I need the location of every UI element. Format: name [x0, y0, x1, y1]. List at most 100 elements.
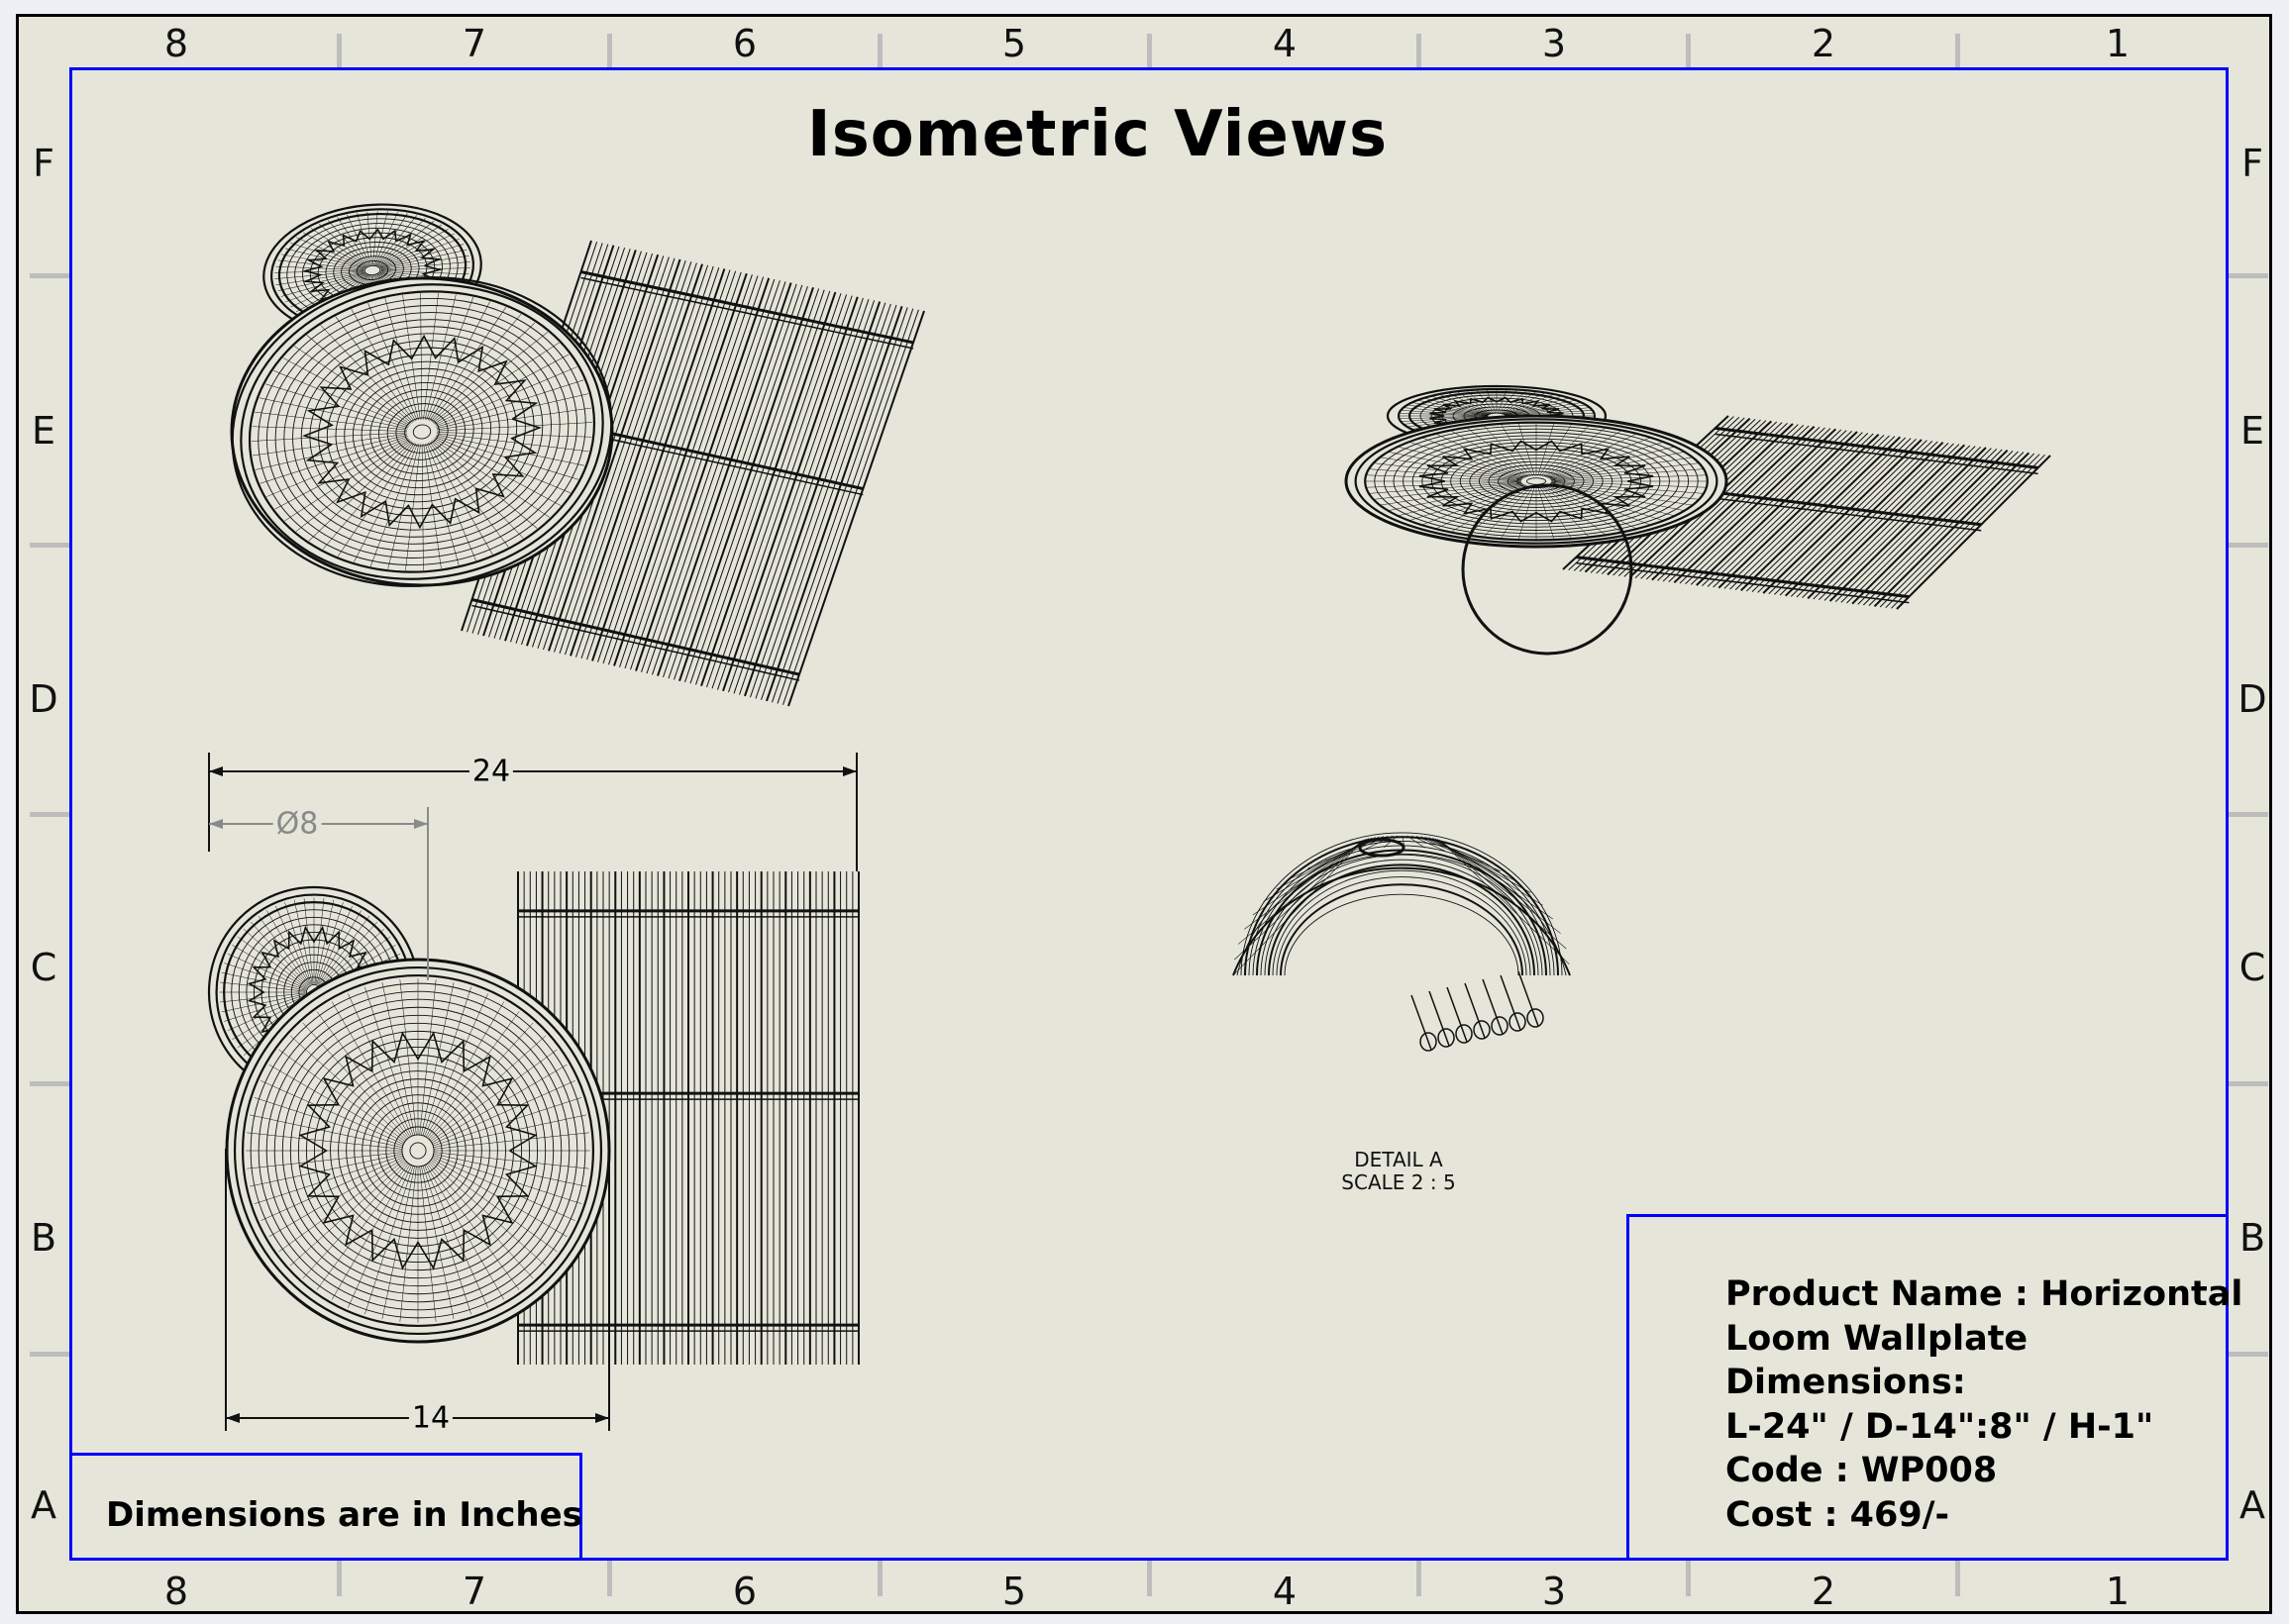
plate-spoke — [1476, 389, 1496, 414]
plate-spoke — [250, 921, 309, 986]
plate-spoke — [425, 443, 460, 565]
mat-rod — [613, 272, 748, 666]
plate-spoke — [331, 1001, 411, 1138]
dome-spoke — [1438, 839, 1561, 934]
zone-tick — [30, 1081, 69, 1086]
mat-rod — [1828, 447, 1987, 602]
plate-spoke — [1538, 486, 1573, 540]
plate-spoke — [377, 221, 435, 266]
zone-row-label: F — [33, 142, 54, 185]
plate-spoke — [372, 211, 378, 265]
plate-spoke — [331, 1164, 411, 1300]
plate-spoke — [348, 1165, 412, 1308]
zone-tick — [30, 812, 69, 817]
plate-spoke — [306, 335, 412, 424]
mat-rod — [1734, 436, 1896, 591]
zone-row-label: A — [31, 1483, 56, 1527]
zone-tick — [2229, 1352, 2268, 1357]
dimension-arrow — [595, 1413, 609, 1423]
mat-rod — [657, 282, 792, 676]
mat-rod — [728, 297, 864, 693]
plate-spoke — [432, 1157, 575, 1221]
mat-rod — [630, 276, 765, 670]
plate-star-pattern — [298, 1031, 538, 1270]
plate-spoke — [367, 302, 418, 421]
zone-column-label: 7 — [462, 1570, 487, 1613]
plate-spoke — [1421, 484, 1526, 526]
plate-spoke — [1542, 427, 1607, 477]
dome-spoke — [1232, 841, 1363, 976]
rod-end-cap — [1455, 1024, 1473, 1044]
mat-rod — [668, 284, 803, 679]
plate-spoke — [220, 981, 306, 992]
dome-spoke — [1234, 841, 1363, 961]
plate-spoke — [429, 306, 507, 421]
plate-spoke — [220, 992, 306, 1003]
plate-spoke — [433, 1153, 586, 1187]
dimension-arrow — [843, 766, 857, 776]
plate-spoke — [303, 232, 366, 267]
plate-spoke — [322, 442, 414, 550]
plate-spoke — [1497, 389, 1508, 414]
mat-rod — [597, 269, 731, 662]
plate-ring — [240, 283, 604, 580]
dome-spoke — [1237, 840, 1364, 945]
plate-spoke — [432, 440, 538, 529]
plate-spoke — [422, 986, 471, 1137]
plate-spoke — [293, 346, 411, 425]
plate-spoke — [1540, 485, 1590, 538]
mat-rod — [1840, 448, 1998, 603]
zone-tick — [1416, 34, 1421, 67]
plate-spoke — [433, 439, 551, 518]
mat-rod — [1717, 433, 1880, 589]
plate-spoke — [436, 433, 589, 453]
dome-spoke — [1439, 840, 1567, 950]
zone-tick — [878, 1561, 883, 1596]
zone-tick — [1955, 34, 1960, 67]
plate-spoke — [433, 1114, 586, 1149]
rod-end-cap — [1526, 1008, 1544, 1028]
plate-spoke — [1551, 468, 1705, 481]
zone-tick — [2229, 273, 2268, 278]
plate-spoke — [1373, 462, 1522, 480]
plate-spoke — [295, 440, 411, 532]
plate-star-pattern — [1418, 440, 1654, 523]
zone-row-label: E — [31, 409, 56, 453]
zone-column-label: 8 — [163, 1570, 189, 1613]
plate-spoke — [1399, 416, 1489, 420]
plate-spoke — [1398, 446, 1524, 479]
plate-spoke — [1416, 399, 1490, 415]
plate-spoke — [1551, 474, 1707, 481]
plate-spoke — [254, 1155, 404, 1204]
mat-rod — [782, 309, 919, 705]
plate-ring — [364, 264, 381, 276]
zone-tick — [30, 1352, 69, 1357]
mat-rod — [1885, 454, 2040, 609]
zone-column-label: 7 — [462, 22, 487, 65]
plate-spoke — [337, 443, 415, 558]
plate-spoke — [430, 1159, 558, 1253]
plate-spoke — [429, 442, 509, 548]
plate-spoke — [280, 272, 364, 297]
plate-spoke — [224, 963, 307, 990]
mat-rod — [1774, 440, 1933, 595]
plate-spoke — [277, 259, 364, 270]
plate-ring — [231, 276, 613, 587]
plate-spoke — [1538, 423, 1573, 476]
mat-rod — [772, 307, 908, 703]
plate-spoke — [380, 244, 465, 268]
plate-star-pattern — [302, 334, 542, 530]
plate-spoke — [250, 1114, 403, 1149]
plate-spoke — [252, 433, 407, 457]
plate-spoke — [425, 1164, 505, 1300]
plate-spoke — [1540, 425, 1590, 477]
plate-spoke — [335, 316, 415, 422]
detail-scale: SCALE 2 : 5 — [1341, 1170, 1456, 1194]
zone-tick — [607, 1561, 612, 1596]
dome-ring — [1280, 883, 1523, 976]
mat-rod — [565, 262, 697, 656]
plate-spoke — [378, 229, 449, 267]
mat-rod — [787, 310, 925, 707]
mat-rod — [695, 290, 831, 685]
mat-rod — [1651, 425, 1816, 581]
